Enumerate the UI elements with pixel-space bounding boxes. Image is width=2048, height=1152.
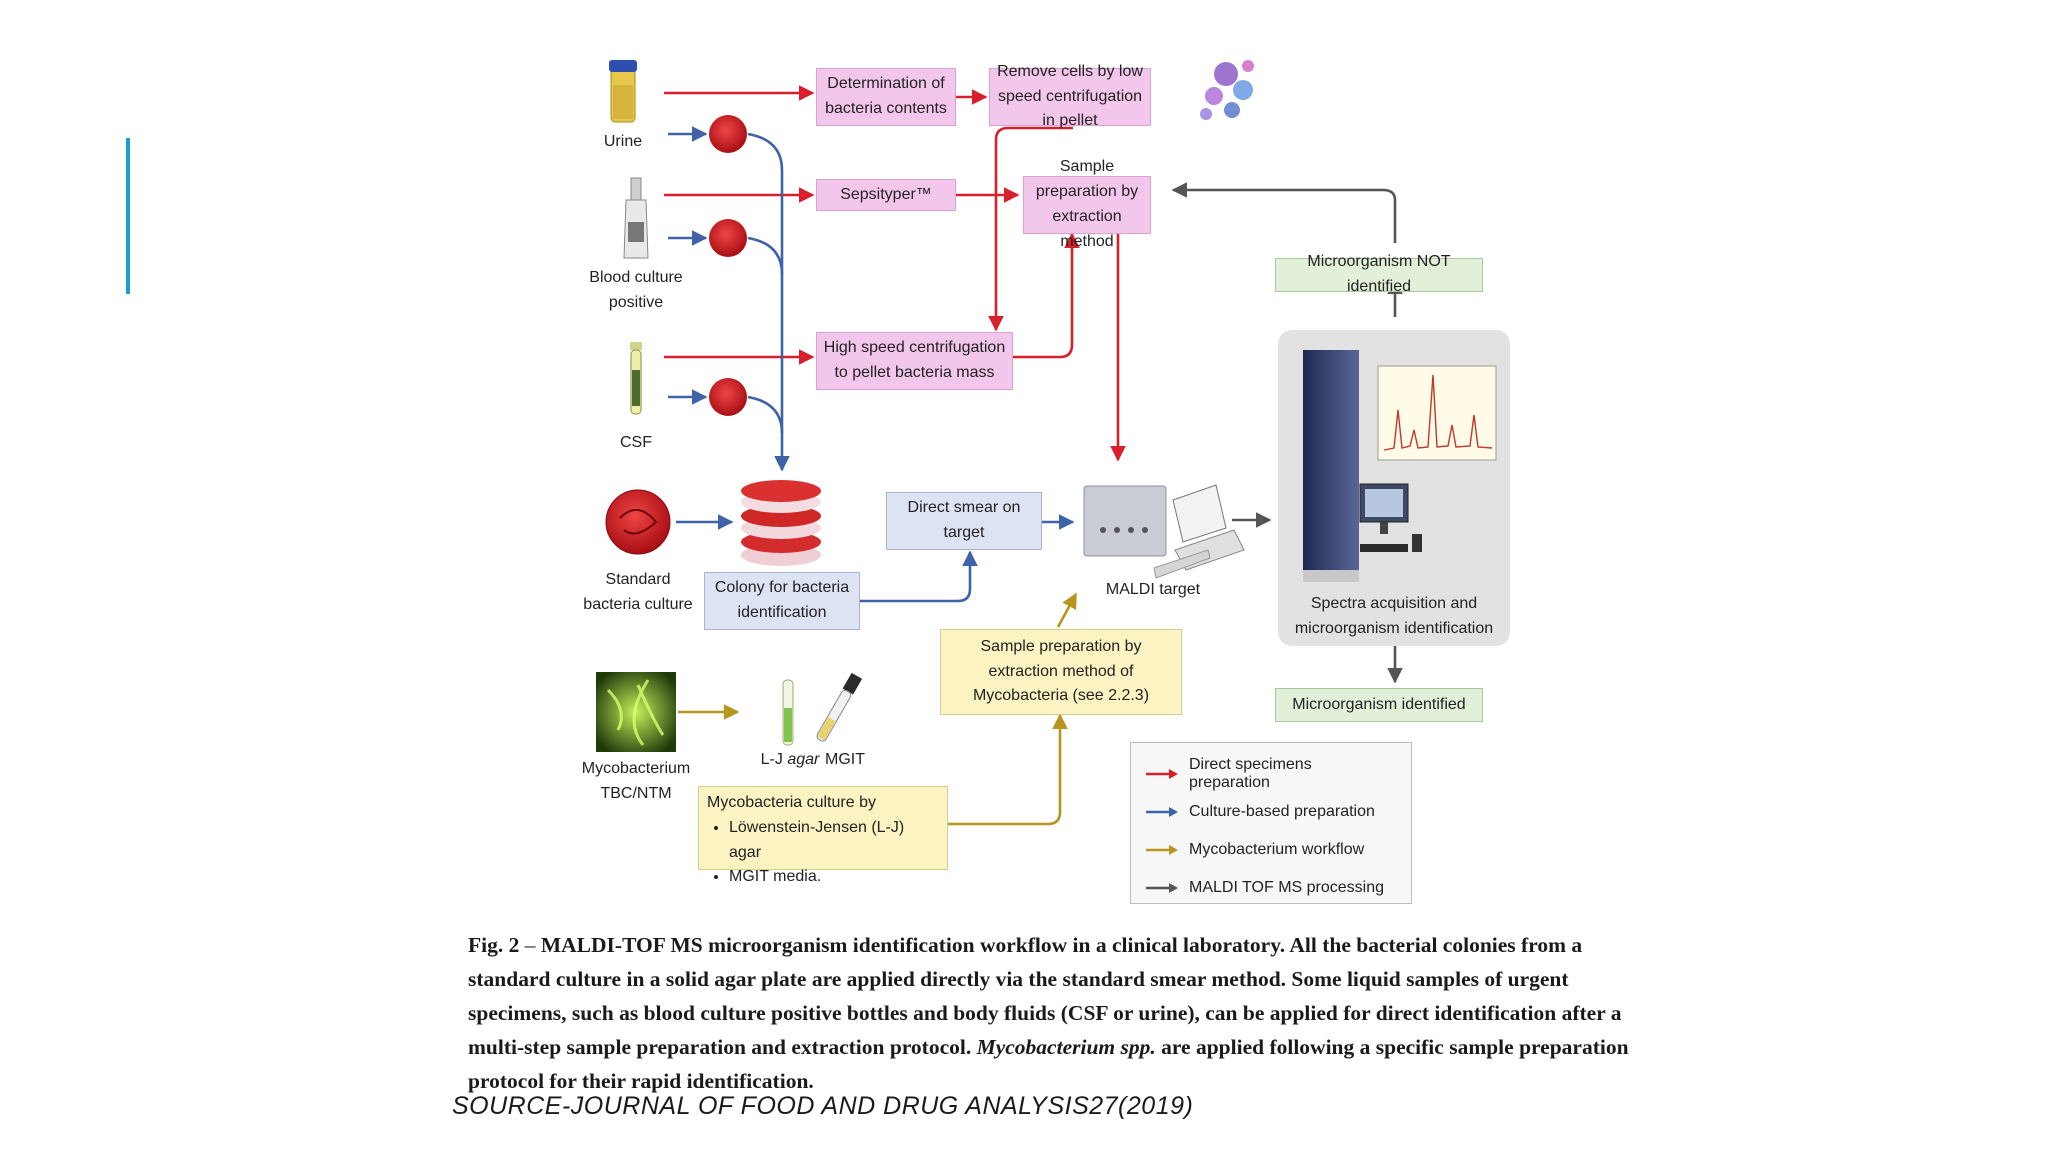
colony-box: Colony for bacteria identification [704, 572, 860, 630]
legend-label: Direct specimens preparation [1188, 756, 1312, 791]
legend-arrow-gold [1146, 845, 1178, 855]
mgit-tube-icon [816, 672, 863, 742]
mycobacterium-image [596, 672, 676, 752]
high-speed-centrifugation-box: High speed centrifugation to pellet bact… [816, 332, 1013, 390]
standard-culture-plate-icon [605, 489, 671, 555]
myco-culture-list: Löwenstein-Jensen (L-J) agar MGIT media. [707, 816, 939, 890]
legend-label: Mycobacterium workflow [1189, 841, 1365, 858]
mycobacterium-arrows [678, 592, 1078, 826]
caption-dash: – [519, 933, 541, 957]
remove-to-highspeed-arrow [988, 126, 1073, 332]
workflow-figure: Determination of bacteria contents Remov… [448, 30, 1648, 1093]
highspeed-to-sample-prep-arrow [1013, 232, 1080, 359]
csf-tube-icon [630, 342, 642, 415]
lj-agar-tube-icon [782, 679, 794, 746]
myco-prep-to-maldi-arrow [1056, 592, 1078, 628]
myco-sample-prep-box: Sample preparation by extraction method … [940, 629, 1182, 715]
determination-box: Determination of bacteria contents [816, 68, 956, 126]
remove-cells-box: Remove cells by low speed centrifugation… [989, 63, 1151, 129]
plates-to-colony-arrow [747, 132, 790, 472]
workflow-diagram [596, 60, 1510, 826]
legend-label: MALDI TOF MS processing [1189, 879, 1385, 896]
myco-culture-title: Mycobacteria culture by [707, 794, 876, 811]
caption-italic: Mycobacterium spp. [976, 1035, 1156, 1059]
culture-to-myco-prep-arrow [948, 713, 1068, 826]
maldi-target-icon [1083, 484, 1245, 579]
csf-label: CSF [620, 434, 652, 451]
blood-culture-label: Blood culture positive [589, 269, 683, 311]
myco-culture-item: MGIT media. [729, 865, 939, 890]
standard-culture-label: Standard bacteria culture [583, 571, 693, 613]
caption-part1: MALDI-TOF MS microorganism identificatio… [468, 933, 1622, 1059]
figure-caption: Fig. 2 – MALDI-TOF MS microorganism iden… [468, 928, 1648, 1098]
legend-arrow-grey [1146, 883, 1178, 893]
legend-item-culture: Culture-based preparation [1145, 793, 1397, 831]
legend-item-direct: Direct specimens preparation [1145, 755, 1397, 793]
caption-part2: are applied following a specific sample … [468, 1035, 1629, 1093]
legend-item-maldi: MALDI TOF MS processing [1145, 869, 1397, 907]
urine-label: Urine [603, 133, 643, 150]
mycobacterium-label: Mycobacterium TBC/NTM [581, 760, 691, 802]
legend-label: Culture-based preparation [1189, 803, 1375, 820]
caption-fig: Fig. 2 [468, 933, 520, 957]
agar-plate-icon [709, 115, 747, 416]
urine-container-icon [609, 60, 637, 123]
plate-stack-icon [741, 480, 821, 566]
direct-smear-box: Direct smear on target [886, 492, 1042, 550]
lj-agar-italic: agar [787, 751, 820, 768]
mgit-label: MGIT [825, 751, 865, 768]
source-citation: SOURCE-JOURNAL OF FOOD AND DRUG ANALYSIS… [452, 1092, 1194, 1120]
legend-arrow-blue [1146, 807, 1178, 817]
bacteria-cells-icon [1200, 60, 1254, 120]
myco-culture-item: Löwenstein-Jensen (L-J) agar [729, 816, 939, 866]
legend-item-mycobacterium: Mycobacterium workflow [1145, 831, 1397, 869]
legend-arrow-red [1145, 769, 1178, 779]
maldi-target-label: MALDI target [1105, 581, 1201, 598]
lj-agar-prefix: L-J [760, 751, 788, 768]
legend: Direct specimens preparation Culture-bas… [1130, 742, 1412, 904]
not-identified-to-sample-prep-arrow [1171, 182, 1397, 243]
accent-bar [126, 138, 130, 294]
spectra-label: Spectra acquisition and microorganism id… [1294, 595, 1494, 637]
lj-agar-label: L-J agar [760, 748, 820, 773]
sample-prep-extraction-box: Sample preparation by extraction method [1023, 158, 1151, 250]
sepsityper-box: Sepsityper™ [816, 179, 956, 211]
spectra-instrument-panel [1278, 330, 1510, 646]
colony-to-smear-arrow [860, 550, 978, 603]
blood-culture-bottle-icon [623, 177, 649, 259]
not-identified-box: Microorganism NOT identified [1275, 253, 1483, 295]
identified-box: Microorganism identified [1275, 688, 1483, 722]
culture-based-arrows [668, 126, 1075, 603]
myco-culture-box: Mycobacteria culture by Löwenstein-Jense… [698, 786, 948, 885]
direct-specimen-arrows [664, 85, 1126, 462]
